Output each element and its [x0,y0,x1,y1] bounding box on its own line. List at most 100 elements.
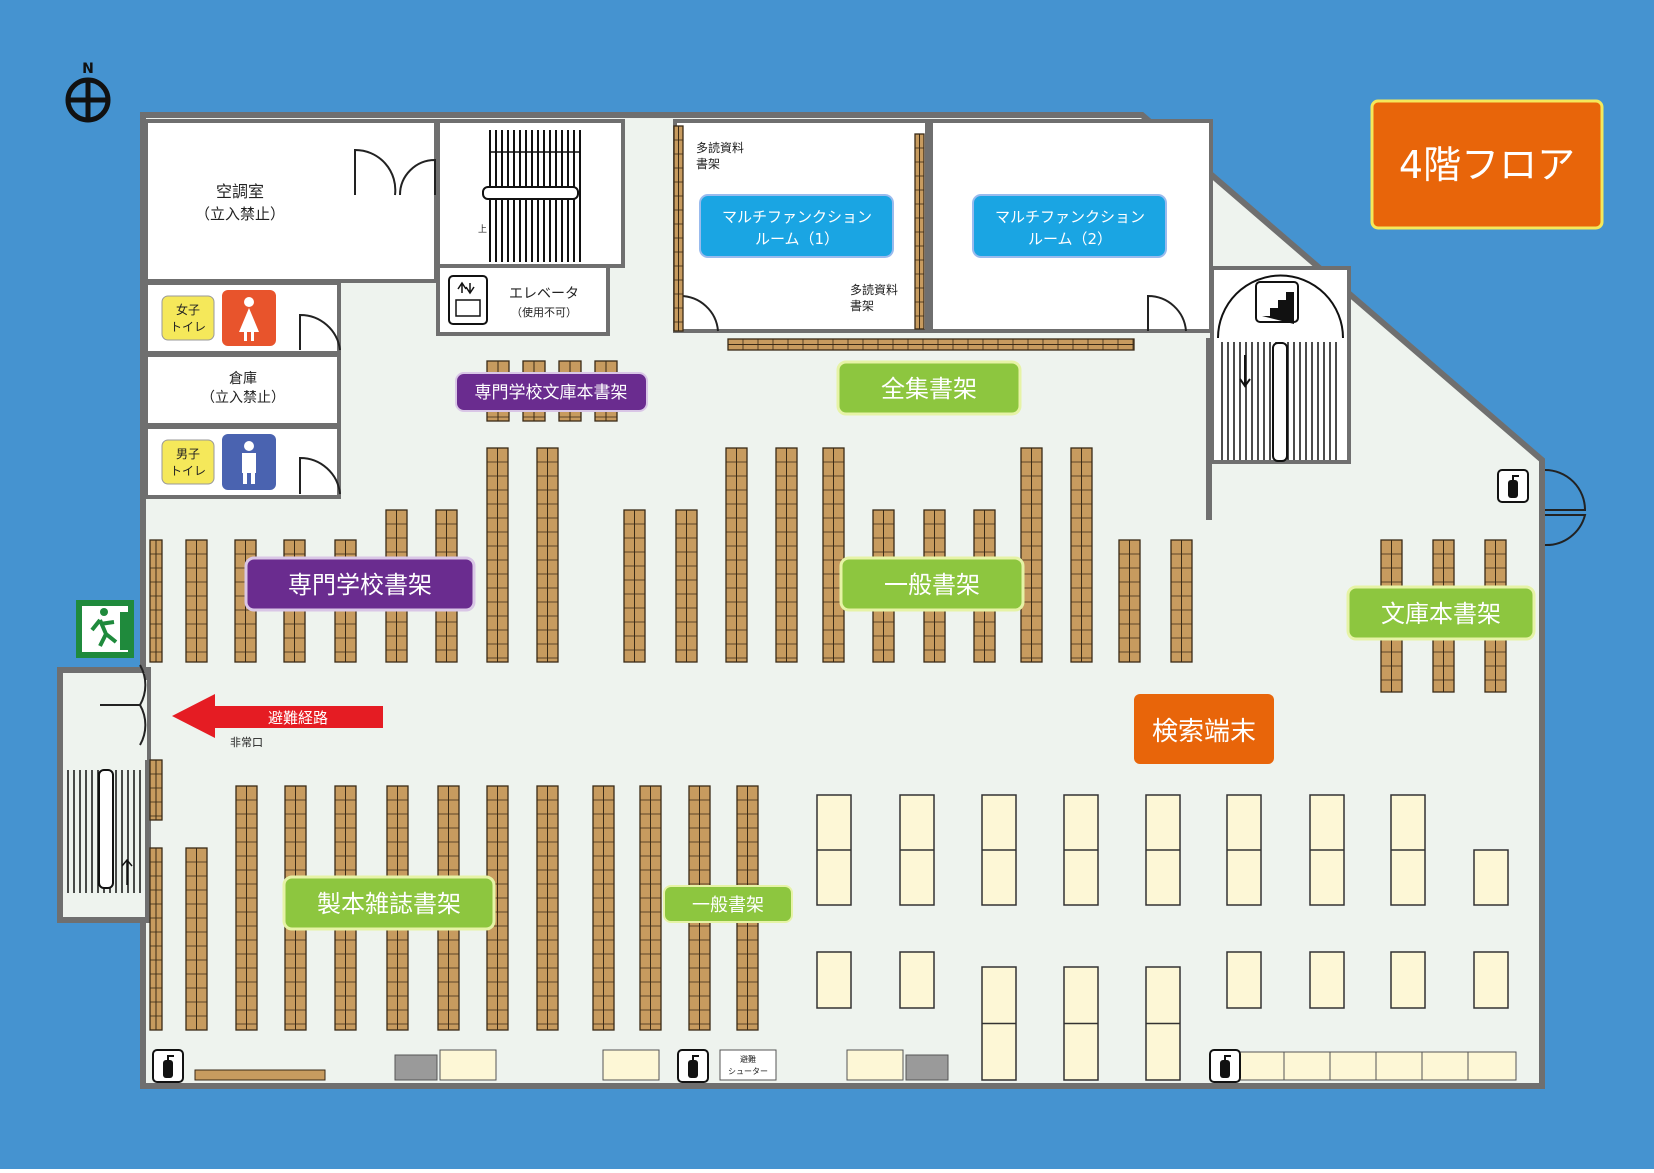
bookshelf [1070,447,1093,663]
outer-wall [140,112,1545,1089]
female-toilet-label: 女子 [176,302,200,317]
female-toilet-label-2: トイレ [170,320,206,334]
ippan-main-label: 一般書架 [884,571,980,599]
reading-desk [899,794,935,906]
bookshelf [149,539,163,663]
stairs-icon [1255,281,1299,324]
bookshelf [727,338,1135,351]
door-right [1544,469,1587,547]
bookshelf [536,785,559,1031]
floor-title-box: 4階フロア [1370,99,1604,230]
reading-desk [1309,951,1345,1009]
bookshelf [149,759,163,821]
male-toilet-label-2: トイレ [170,464,206,478]
bookshelf [1118,539,1141,663]
reading-desk [1390,951,1426,1009]
female-toilet-room: 女子 トイレ [144,281,341,355]
storage-note: （立入禁止） [201,390,285,406]
chute-label: 避難 [740,1054,756,1064]
tadoku2-label-2: 書架 [850,299,874,313]
label-kensaku: 検索端末 [1134,694,1274,764]
multi2-label-2: ルーム（2） [1028,230,1112,248]
bookshelf [1170,539,1193,663]
reading-desk [816,794,852,906]
stair-up-mark: 上 [478,224,487,235]
bunko-label: 文庫本書架 [1381,600,1501,628]
reading-desk [1473,849,1509,906]
multi-function-room-2: マルチファンクション ルーム（2） [929,119,1213,333]
reading-desk [1226,951,1262,1009]
multi1-label-2: ルーム（1） [755,230,839,248]
male-toilet-tag [161,439,215,485]
tadoku1-label-2: 書架 [696,157,720,171]
label-senmon-bunko: 専門学校文庫本書架 [455,372,648,412]
reading-desk [1145,794,1181,906]
door-double [354,148,436,196]
fire-extinguisher-icon [1497,469,1529,503]
evacuation-route-label: 避難経路 [268,709,328,727]
label-bunko: 文庫本書架 [1346,585,1536,641]
zenshu-label: 全集書架 [881,375,977,403]
seihon-label: 製本雑誌書架 [317,890,461,918]
stairwell-right [1210,266,1351,464]
aircon-room: 空調室 （立入禁止） [144,119,438,283]
reading-desk [1309,794,1345,906]
label-ippan-small: 一般書架 [663,885,793,923]
chute-label-2: シューター [728,1067,768,1076]
bookshelf [914,133,925,330]
male-toilet-room: 男子 トイレ [144,425,341,499]
multi-function-room-1: マルチファンクション ルーム（1） 多読資料 書架 多読資料 書架 [673,119,929,333]
aircon-label: 空調室 [216,182,264,201]
reading-desk [1063,794,1099,906]
bookshelf [673,125,684,332]
bookshelf [725,447,748,663]
reading-desk [1063,966,1099,1081]
kensaku-label: 検索端末 [1152,717,1256,747]
bookshelf [185,847,208,1031]
label-ippan-main: 一般書架 [839,556,1025,612]
senmon-label: 専門学校書架 [288,571,432,599]
label-seihon: 製本雑誌書架 [282,875,496,931]
compass-letter: N [82,61,94,77]
label-senmon: 専門学校書架 [244,556,476,612]
reading-desk [1145,966,1181,1081]
compass-icon: N [65,61,111,123]
reading-desk [981,966,1017,1081]
bookshelf [185,539,208,663]
aircon-note: （立入禁止） [195,205,285,223]
elevator-label: エレベータ [509,286,579,302]
bookshelf [486,785,509,1031]
bookshelf [1020,447,1043,663]
bookshelf [775,447,798,663]
female-toilet-tag [161,295,215,341]
fire-extinguisher-icon [677,1049,709,1083]
reading-desk [1390,794,1426,906]
reading-desk [816,951,852,1009]
elevator-note: （使用不可） [511,306,577,319]
label-zenshu: 全集書架 [836,360,1022,416]
stairwell-top: 上 [436,119,625,268]
fire-extinguisher-icon [1209,1049,1241,1083]
reading-desks [816,794,1509,1081]
tadoku2-label: 多読資料 [850,282,898,297]
evacuation-chute [719,1049,777,1081]
reading-desk [1473,951,1509,1009]
bookshelf [675,509,698,663]
senmon-bunko-label: 専門学校文庫本書架 [475,383,628,403]
multi2-label: マルチファンクション [995,208,1145,226]
bookshelf [536,447,559,663]
bookshelf [639,785,662,1031]
emergency-stair [67,664,147,893]
bottom-wall-items: 避難 シューター [194,1049,1517,1081]
emergency-exit-icon [76,600,134,658]
storage-room: 倉庫 （立入禁止） [144,353,341,427]
tadoku1-label: 多読資料 [696,140,744,155]
reading-desk [899,951,935,1009]
elevator: エレベータ （使用不可） [436,264,610,336]
male-toilet-label: 男子 [176,447,200,461]
evacuation-arrow-icon: 避難経路 [172,694,383,738]
bookshelf [235,785,258,1031]
floor-title: 4階フロア [1399,143,1575,187]
